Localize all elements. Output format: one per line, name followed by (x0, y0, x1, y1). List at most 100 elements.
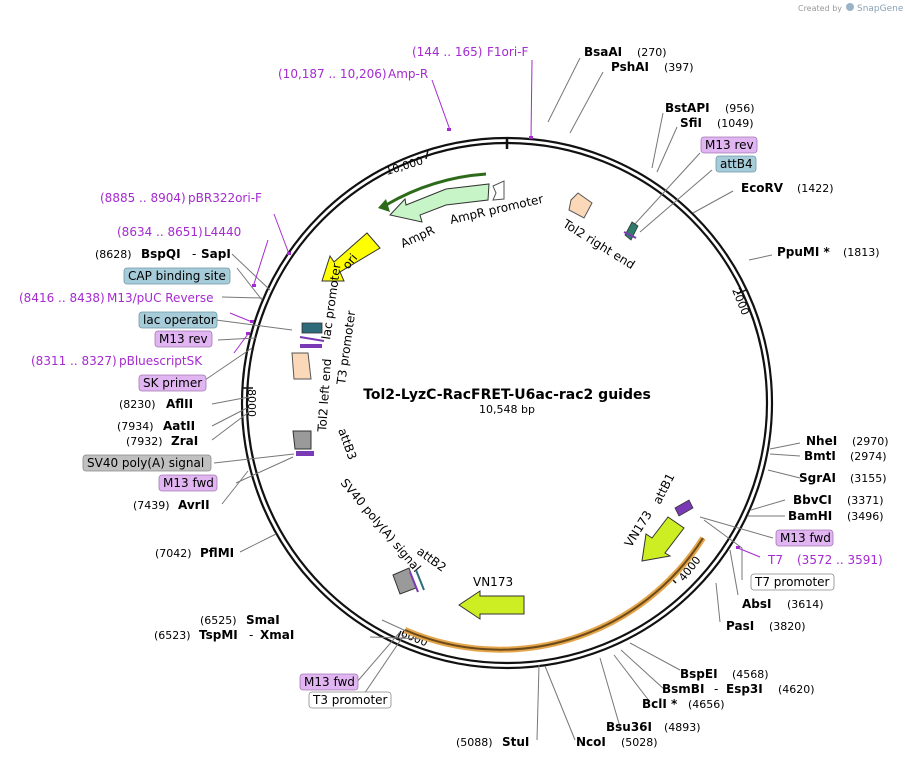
box-m13fwd-right-text: M13 fwd (780, 531, 831, 545)
enzyme-nhei: NheI (806, 434, 837, 448)
tick-label-8000: 8000 (245, 389, 258, 417)
enzyme-aflii: AflII (166, 397, 193, 411)
enzyme-nhei-pos: (2970) (852, 435, 889, 448)
enzyme-sgrai: SgrAI (799, 471, 836, 485)
svg-text:-: - (714, 682, 718, 696)
attb3-grey-block (292, 430, 312, 450)
enzyme-bsu36i-pos: (4893) (664, 721, 701, 734)
box-attb4: attB4 (715, 155, 757, 173)
box-m13fwd-left: M13 fwd (158, 474, 218, 492)
primer-t7-name: T7 (767, 553, 783, 567)
box-cap-binding-site: CAP binding site (123, 267, 231, 285)
enzyme-tspmi: TspMI (199, 628, 238, 642)
attb1-glyph (674, 499, 694, 517)
plasmid-name: Tol2-LyzC-RacFRET-U6ac-rac2 guides (363, 387, 651, 403)
enzyme-sfii: SfiI (680, 116, 702, 130)
lac-operator-mark (299, 336, 325, 342)
tol2-left-label: Tol2 left end (315, 358, 334, 433)
enzyme-ncoi: NcoI (576, 735, 606, 749)
enzyme-sapi: SapI (201, 247, 231, 261)
credit-prefix: Created by (798, 4, 842, 13)
box-m13fwd-bottom: M13 fwd (299, 673, 359, 691)
enzyme-zrai-pos: (7932) (126, 435, 163, 448)
box-sk-primer-text: SK primer (143, 376, 202, 390)
attb3-label: attB3 (335, 426, 359, 461)
primer-l4440-name: L4440 (204, 225, 241, 239)
enzyme-pflmi-pos: (7042) (155, 547, 192, 560)
box-attb4-text: attB4 (720, 157, 753, 171)
enzyme-bamhi: BamHI (788, 509, 832, 523)
box-lac-operator-text: lac operator (143, 313, 216, 327)
enzyme-bstapi-pos: (956) (725, 102, 755, 115)
primer-f1ori-name: F1ori-F (487, 45, 528, 59)
box-t3-promoter-text: T3 promoter (312, 693, 388, 707)
enzyme-absi-pos: (3614) (787, 598, 824, 611)
enzyme-stui: StuI (502, 735, 529, 749)
primer-pbr322ori-range: (8885 .. 8904) (100, 191, 186, 205)
enzyme-bsaai: BsaAI (584, 45, 622, 59)
tick-mark-10000 (425, 149, 429, 160)
ori-arrow (321, 232, 381, 282)
enzyme-aatii: AatII (163, 419, 195, 433)
box-m13rev-top: M13 rev (700, 136, 758, 154)
t3-promoter-label: T3 promoter (334, 310, 358, 387)
primer-m13puc-range: (8416 .. 8438) (19, 291, 105, 305)
box-m13rev-left: M13 rev (154, 330, 213, 348)
vn173-outer-arrow (641, 516, 685, 562)
enzyme-ecorv-pos: (1422) (797, 182, 834, 195)
svg-text:-: - (192, 247, 196, 261)
primer-pbluescript-range: (8311 .. 8327) (31, 354, 117, 368)
leader-lines (204, 57, 801, 741)
svg-text:-: - (249, 628, 253, 642)
tol2-left-shape (291, 352, 312, 380)
ampr-arc-arrowhead (378, 199, 390, 212)
enzyme-pflmi: PflMI (200, 546, 234, 560)
attb3-site-mark (296, 451, 314, 456)
enzyme-bbvci-pos: (3371) (847, 494, 884, 507)
ampr-label: AmpR (398, 223, 436, 251)
box-m13rev-top-text: M13 rev (705, 138, 754, 152)
lac-promoter-label: lac promoter (319, 262, 344, 340)
enzyme-aatii-pos: (7934) (117, 420, 154, 433)
t3-promoter-mark (300, 344, 322, 348)
enzyme-bspei: BspEI (680, 667, 718, 681)
vn173-inner-label: VN173 (473, 575, 513, 589)
enzyme-stui-pos: (5088) (456, 736, 493, 749)
enzyme-smai-pos: (6525) (200, 614, 237, 627)
tol2-right-shape (568, 192, 593, 219)
primer-pbr322ori-name: pBR322ori-F (188, 191, 262, 205)
primer-l4440-range: (8634 .. 8651) (117, 225, 203, 239)
primer-t7-range: (3572 .. 3591) (797, 553, 883, 567)
enzyme-bspqi-pos: (8628) (95, 248, 132, 261)
primer-pbluescript-name: pBluescriptSK (119, 354, 203, 368)
vn173-inner-arrow (458, 590, 525, 620)
box-m13rev-left-text: M13 rev (159, 332, 208, 346)
enzyme-bcli-pos: (4656) (688, 698, 725, 711)
enzyme-bbvci: BbvCI (793, 493, 832, 507)
enzyme-bstapi: BstAPI (665, 101, 710, 115)
vn173-arc-line (404, 537, 704, 651)
enzyme-bamhi-pos: (3496) (847, 510, 884, 523)
box-cap-binding-site-text: CAP binding site (128, 269, 226, 283)
enzyme-ecorv: EcoRV (741, 181, 784, 195)
enzyme-sgrai-pos: (3155) (850, 472, 887, 485)
box-sv40: SV40 poly(A) signal (82, 454, 212, 472)
primer-ampr-range: (10,187 .. 10,206) (278, 67, 387, 81)
enzyme-aflii-pos: (8230) (119, 398, 156, 411)
enzyme-bspei-pos: (4568) (732, 668, 769, 681)
enzyme-ppumi-pos: (1813) (843, 246, 880, 259)
plasmid-length: 10,548 bp (479, 403, 535, 416)
ampr-promoter-shape (492, 180, 505, 201)
box-m13fwd-right: M13 fwd (775, 529, 834, 547)
box-m13fwd-left-text: M13 fwd (163, 476, 214, 490)
enzyme-zrai: ZraI (171, 434, 198, 448)
box-t7-promoter-text: T7 promoter (754, 575, 830, 589)
enzyme-pshai: PshAI (611, 60, 649, 74)
enzyme-bcli: BclI * (642, 697, 678, 711)
box-sv40-text: SV40 poly(A) signal (87, 456, 204, 470)
enzyme-pasi-pos: (3820) (769, 620, 806, 633)
primer-ampr-name: Amp-R (388, 67, 428, 81)
box-m13fwd-bottom-text: M13 fwd (304, 675, 355, 689)
enzyme-ncoi-pos: (5028) (621, 736, 658, 749)
